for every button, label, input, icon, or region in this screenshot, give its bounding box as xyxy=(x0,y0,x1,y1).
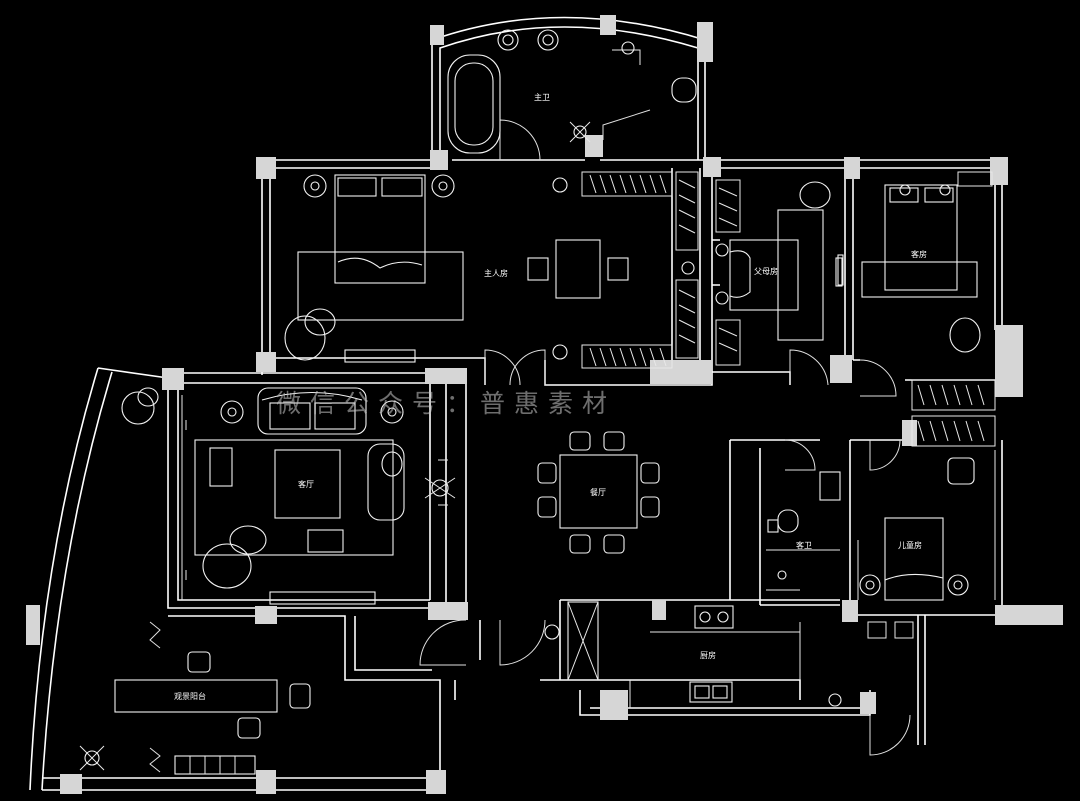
dining-room-furniture xyxy=(537,431,660,554)
label-guest-bath: 客卫 xyxy=(796,540,812,550)
structural-columns xyxy=(26,15,1063,794)
master-bedroom-furniture xyxy=(284,171,699,369)
master-bath-fixtures xyxy=(447,29,697,154)
parents-room-furniture xyxy=(715,179,843,366)
balcony-furniture xyxy=(79,387,311,775)
kids-room-furniture xyxy=(857,450,996,601)
corridor-wardrobes xyxy=(911,379,996,447)
kitchen-fixtures xyxy=(544,601,914,708)
label-kids-room: 儿童房 xyxy=(898,540,922,550)
label-guest-room: 客房 xyxy=(911,249,927,259)
label-dining-room: 餐厅 xyxy=(590,488,606,497)
watermark-text: 微信公众号：普惠素材 xyxy=(276,389,617,418)
living-room-furniture xyxy=(181,387,456,605)
label-living-room: 客厅 xyxy=(298,479,314,489)
guest-bath-fixtures xyxy=(766,471,841,591)
guest-room-furniture xyxy=(837,171,993,353)
door-swings xyxy=(149,109,911,773)
label-parents-room: 父母房 xyxy=(754,266,778,276)
room-labels: 主卫 主人房 父母房 客房 客厅 餐厅 客卫 儿童房 厨房 观景阳台 xyxy=(174,92,927,701)
label-master-bath: 主卫 xyxy=(534,92,550,102)
label-view-balcony: 观景阳台 xyxy=(174,691,206,701)
walls xyxy=(29,16,1060,791)
label-master-bedroom: 主人房 xyxy=(484,268,508,278)
label-kitchen: 厨房 xyxy=(700,650,716,660)
